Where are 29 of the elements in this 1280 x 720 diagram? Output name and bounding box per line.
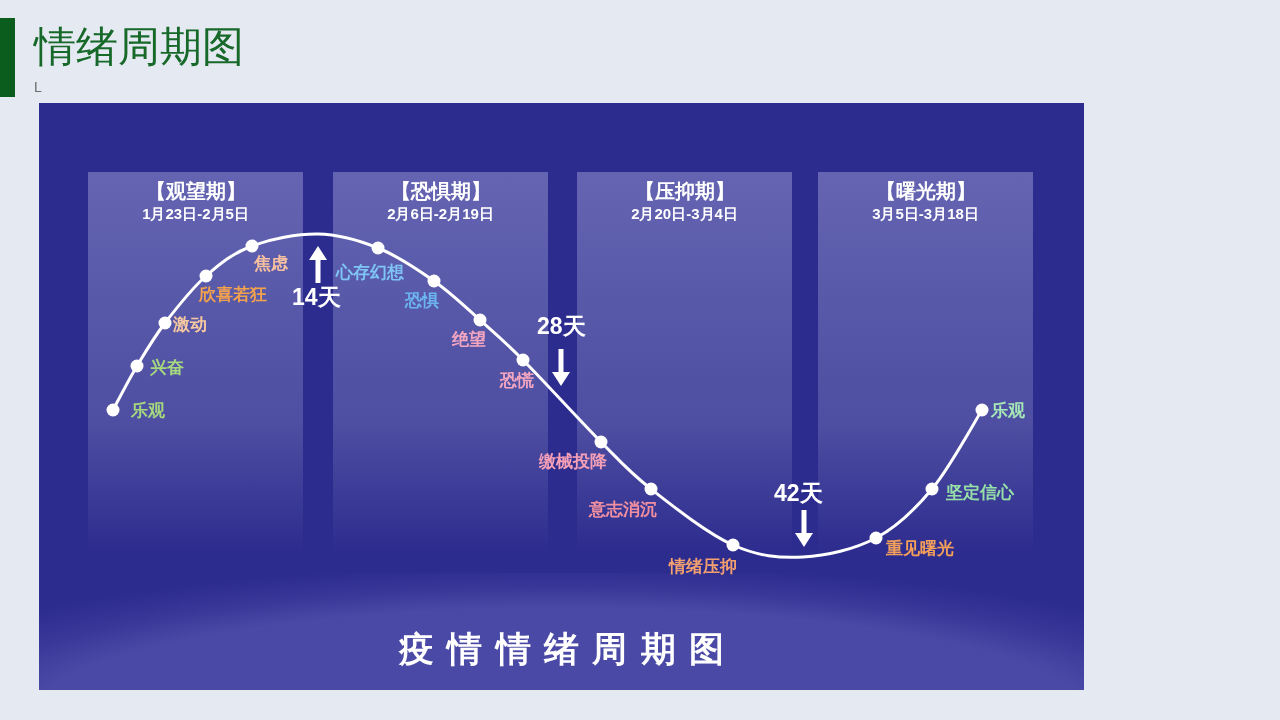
day-count-label: 42天 xyxy=(774,479,823,507)
emotion-label: 心存幻想 xyxy=(336,263,404,283)
emotion-label: 乐观 xyxy=(991,401,1025,421)
date-range: 2月20日-3月4日 xyxy=(631,204,738,223)
date-range: 2月6日-2月19日 xyxy=(387,204,494,223)
emotion-label: 焦虑 xyxy=(254,254,288,274)
emotion-label: 激动 xyxy=(173,315,207,335)
emotion-label: 恐惧 xyxy=(405,291,439,311)
period-heading: 【观望期】 xyxy=(145,179,246,204)
emotion-label: 坚定信心 xyxy=(946,483,1014,503)
emotion-label: 乐观 xyxy=(131,401,165,421)
day-count-label: 28天 xyxy=(537,312,586,340)
page-title: 情绪周期图 xyxy=(34,22,244,72)
period-heading: 【恐惧期】 xyxy=(390,179,491,204)
chart-caption: 疫情情绪周期图 xyxy=(397,628,739,670)
emotion-label: 恐慌 xyxy=(500,371,534,391)
date-range: 3月5日-3月18日 xyxy=(872,204,979,223)
day-count-label: 14天 xyxy=(292,283,341,311)
emotion-label: 兴奋 xyxy=(150,358,184,378)
emotion-label: 意志消沉 xyxy=(589,500,657,520)
period-heading: 【压抑期】 xyxy=(634,179,735,204)
emotion-label: 绝望 xyxy=(452,330,486,350)
date-range: 1月23日-2月5日 xyxy=(142,204,249,223)
emotion-label: 重见曙光 xyxy=(886,539,954,559)
note-text: L xyxy=(34,79,42,95)
period-heading: 【曙光期】 xyxy=(875,179,976,204)
emotion-label: 情绪压抑 xyxy=(669,557,737,577)
emotion-label: 缴械投降 xyxy=(539,452,607,472)
emotion-label: 欣喜若狂 xyxy=(199,285,267,305)
